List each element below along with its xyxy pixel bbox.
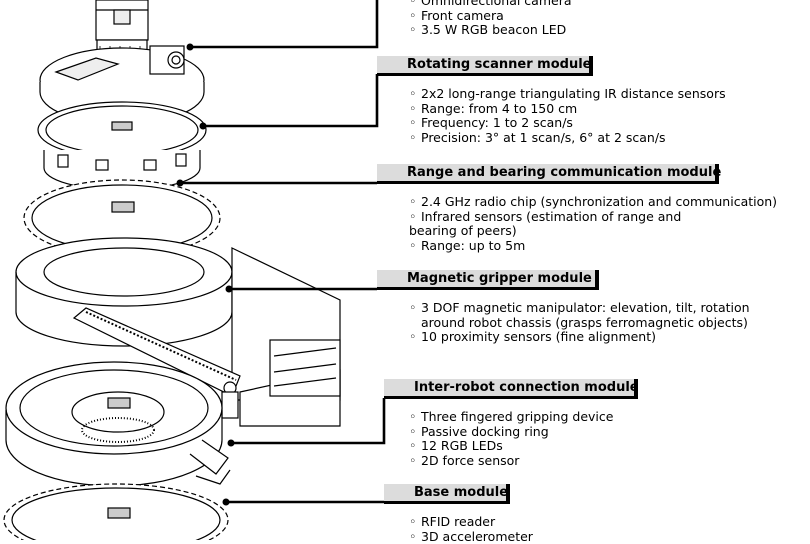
range-bearing-heading: Range and bearing communication module — [377, 164, 722, 184]
base-drawing — [3, 483, 229, 540]
feature-item: 3 DOF magnetic manipulator: elevation, t… — [409, 300, 750, 316]
module-title: Inter-robot connection module — [414, 380, 639, 395]
module-title: Magnetic gripper module — [407, 271, 592, 286]
feature-item: 3D accelerometer — [409, 529, 533, 544]
feature-item: 3.5 W RGB beacon LED — [409, 23, 572, 38]
feature-item: Range: up to 5m — [409, 238, 777, 254]
leader-line-top — [190, 0, 379, 49]
leader-dots — [176, 43, 235, 506]
feature-item: Passive docking ring — [409, 424, 613, 440]
feature-item: RFID reader — [409, 514, 533, 530]
leader-lines — [180, 0, 386, 504]
rotating-scanner-features: 2x2 long-range triangulating IR distance… — [409, 86, 726, 146]
leader-line-rotating-scanner — [203, 74, 379, 128]
rotating-scanner-heading: Rotating scanner module — [377, 56, 593, 76]
top-module-features: Omnidirectional camera Front camera 3.5 … — [409, 0, 572, 38]
feature-item: Three fingered gripping device — [409, 409, 613, 425]
rotating-scanner-drawing — [37, 101, 207, 191]
inter-robot-drawing — [5, 361, 231, 487]
module-title: Range and bearing communication module — [407, 165, 722, 180]
magnetic-gripper-heading: Magnetic gripper module — [377, 270, 599, 290]
feature-item: Infrared sensors (estimation of range an… — [409, 209, 777, 225]
inter-robot-heading: Inter-robot connection module — [384, 379, 639, 399]
feature-item: Precision: 3° at 1 scan/s, 6° at 2 scan/… — [409, 130, 726, 146]
feature-item: 2D force sensor — [409, 453, 613, 469]
feature-item: Frequency: 1 to 2 scan/s — [409, 116, 726, 131]
magnetic-gripper-drawing — [15, 237, 341, 427]
feature-item-continuation: around robot chassis (grasps ferromagnet… — [421, 314, 748, 330]
module-title: Base module — [414, 485, 509, 500]
feature-item: 2.4 GHz radio chip (synchronization and … — [409, 194, 777, 210]
feature-item: Omnidirectional camera — [409, 0, 572, 9]
feature-item: Front camera — [409, 8, 572, 24]
feature-item-continuation: bearing of peers) — [409, 223, 517, 239]
inter-robot-features: Three fingered gripping device Passive d… — [409, 409, 613, 469]
module-title: Rotating scanner module — [407, 57, 592, 72]
feature-item: 10 proximity sensors (fine alignment) — [409, 330, 750, 345]
range-bearing-features: 2.4 GHz radio chip (synchronization and … — [409, 194, 777, 254]
leader-line-inter-robot — [231, 398, 386, 445]
feature-item: 12 RGB LEDs — [409, 439, 613, 454]
base-heading: Base module — [384, 484, 510, 504]
feature-item: 2x2 long-range triangulating IR distance… — [409, 86, 726, 102]
magnetic-gripper-features: 3 DOF magnetic manipulator: elevation, t… — [409, 300, 750, 345]
feature-item: Range: from 4 to 150 cm — [409, 101, 726, 117]
